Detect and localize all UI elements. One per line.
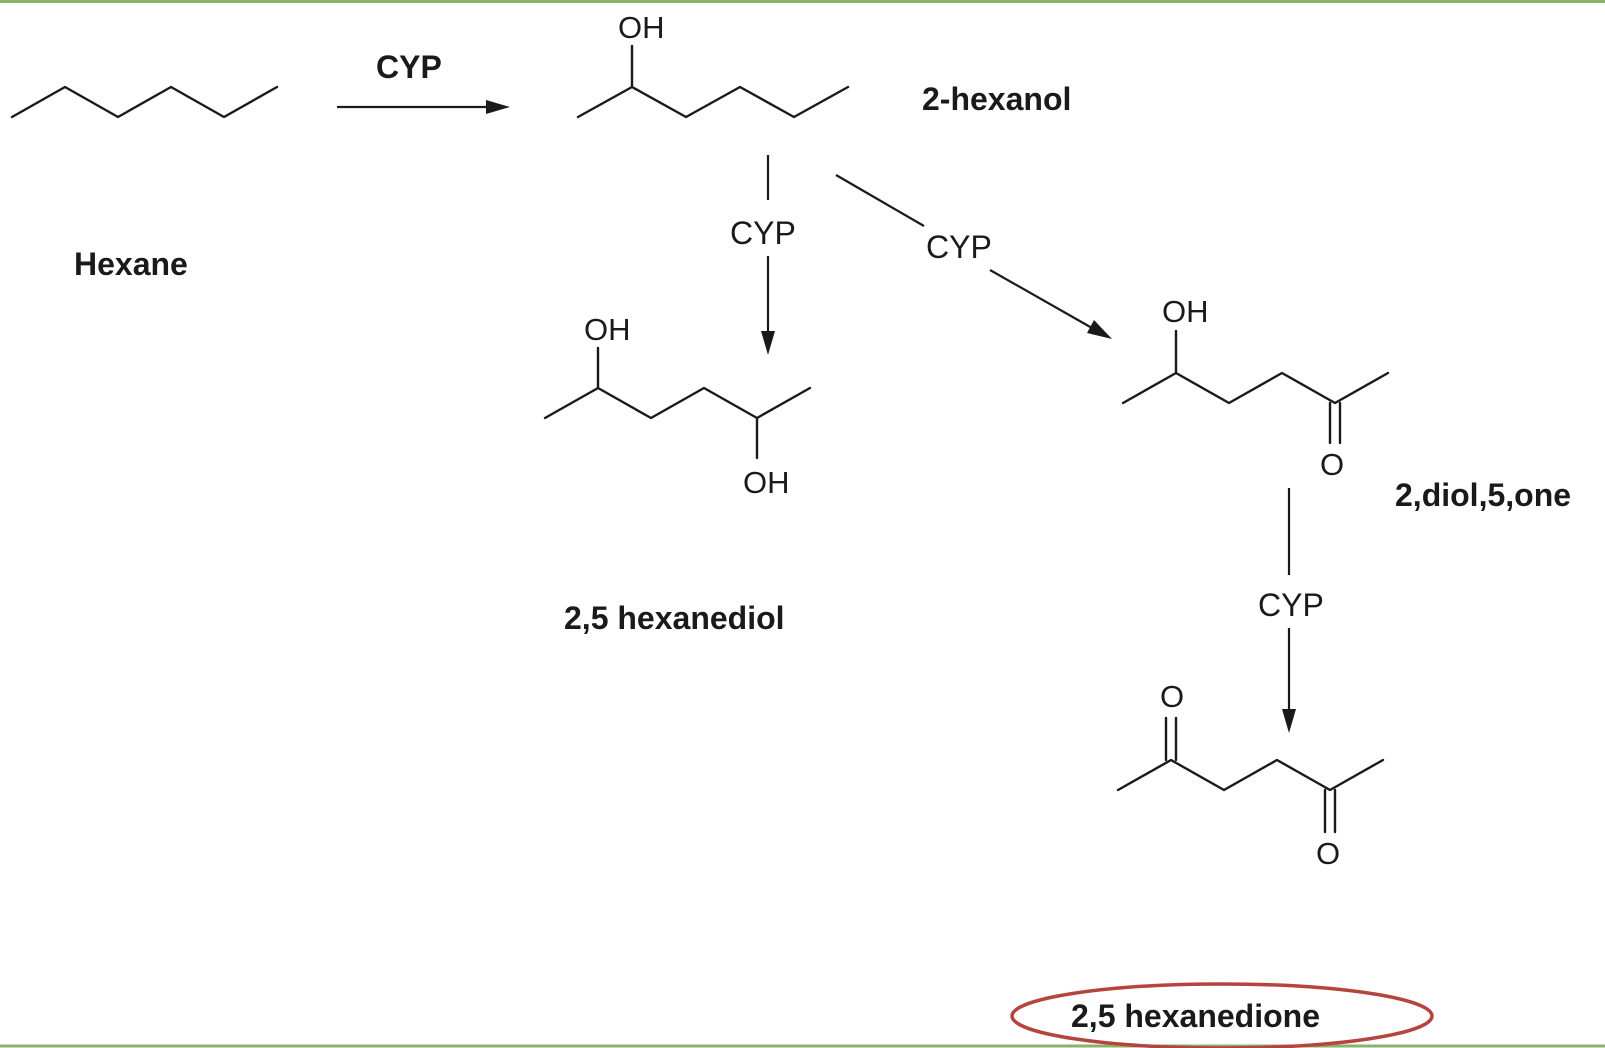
enzyme-label-step1: CYP — [376, 49, 442, 85]
hexanol-chain-bond — [576, 85, 850, 119]
hexanedione-bottom-o-atom: O — [1316, 836, 1340, 871]
diolone-label: 2,diol,5,one — [1395, 477, 1571, 513]
highlight-ring — [1010, 982, 1434, 1048]
hexanediol-bottom-oh-atom: OH — [743, 465, 790, 500]
arrow-hexanol-to-diolone — [835, 174, 1112, 339]
hexane-structure — [10, 85, 279, 119]
diolone-structure — [1121, 329, 1390, 445]
hexanol-oh-atom: OH — [618, 10, 665, 45]
diolone-o-atom: O — [1320, 447, 1344, 482]
hexanediol-top-oh-atom: OH — [584, 312, 631, 347]
enzyme-label-step4: CYP — [1258, 587, 1324, 623]
enzyme-label-step3: CYP — [926, 229, 992, 265]
enzyme-label-step2: CYP — [730, 215, 796, 251]
hexanol-label: 2-hexanol — [922, 81, 1071, 117]
hexanediol-structure — [543, 346, 812, 460]
hexanol-structure — [576, 44, 850, 119]
hexanediol-label: 2,5 hexanediol — [564, 600, 785, 636]
hexane-label: Hexane — [74, 246, 188, 282]
arrow-hexanol-to-hexanediol — [761, 155, 775, 355]
hexanediol-chain-bond — [543, 386, 812, 420]
hexanedione-top-o-atom: O — [1160, 679, 1184, 714]
hexanedione-label: 2,5 hexanedione — [1071, 998, 1320, 1034]
hexane-chain-bond — [10, 85, 279, 119]
hexanedione-chain-bond — [1116, 758, 1385, 792]
diolone-oh-atom: OH — [1162, 294, 1209, 329]
diolone-chain-bond — [1121, 371, 1390, 405]
hexanedione-structure — [1116, 716, 1385, 834]
arrow-hexane-to-hexanol — [337, 100, 510, 114]
arrow-diolone-to-hexanedione — [1282, 488, 1296, 733]
